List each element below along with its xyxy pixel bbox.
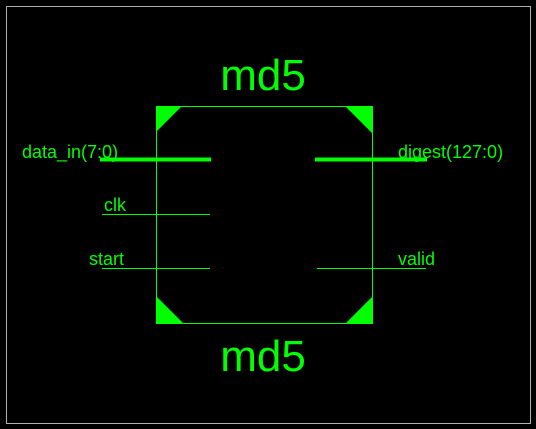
corner-marker-bottom-left <box>156 296 184 324</box>
corner-marker-top-right <box>345 106 373 134</box>
pin-label-data-in: data_in(7:0) <box>22 142 118 163</box>
pin-label-clk: clk <box>104 195 127 215</box>
pin-label-start: start <box>89 249 124 269</box>
corner-marker-bottom-right <box>345 296 373 324</box>
pin-label-valid: valid <box>398 249 435 269</box>
corner-marker-top-left <box>156 106 182 132</box>
component-name-top: md5 <box>220 51 306 100</box>
pin-label-digest: digest(127:0) <box>398 142 503 162</box>
sheet-border <box>6 6 531 424</box>
component-name-bottom: md5 <box>220 332 306 381</box>
